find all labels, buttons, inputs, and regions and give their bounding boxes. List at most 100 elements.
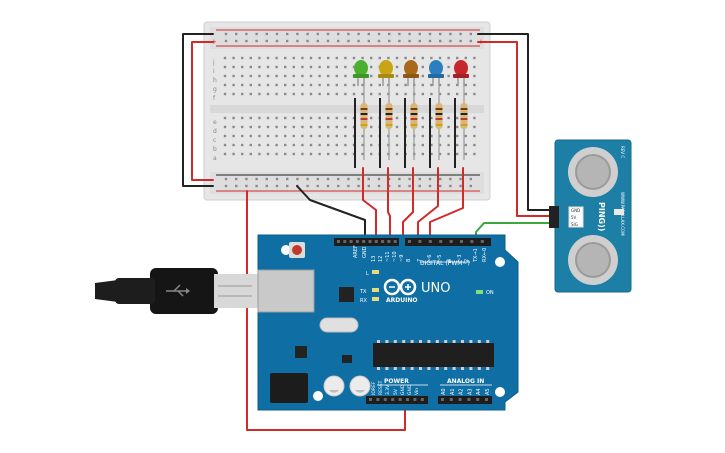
breadboard-hole [241, 143, 244, 147]
rail-hole [286, 177, 289, 181]
breadboard-hole [447, 125, 450, 129]
rail-hole [245, 32, 248, 36]
arduino-5v-wire[interactable] [246, 190, 406, 431]
breadboard-hole [352, 65, 356, 69]
green-led[interactable] [353, 60, 369, 86]
ping-ultrasonic-sensor[interactable]: GND 5V SIG PING)) WWW.PARALLAX.COM REV C [549, 139, 632, 293]
rail-hole [377, 32, 381, 36]
digital-pin-label: RX←0 [482, 248, 488, 262]
led3-signal-wire[interactable] [402, 167, 414, 241]
breadboard-hole [258, 152, 261, 156]
resistor[interactable] [435, 103, 443, 129]
breadboard-hole [309, 65, 313, 69]
tx-led [372, 288, 379, 292]
breadboard-hole [232, 134, 235, 138]
led4-signal-wire[interactable] [417, 167, 439, 241]
resistor[interactable] [460, 103, 468, 129]
rail-hole [439, 184, 442, 188]
breadboard-hole [447, 74, 450, 78]
rail-hole [255, 32, 258, 36]
power-pin-label: IOREF [371, 381, 377, 395]
breadboard-hole [258, 125, 261, 129]
breadboard-hole [370, 74, 373, 78]
rail-hole [388, 32, 391, 36]
breadboard-hole [438, 56, 442, 60]
row-letter-c: c [213, 137, 216, 144]
rail-hole [255, 39, 258, 43]
blue-led[interactable] [428, 60, 444, 86]
breadboard-hole [223, 116, 227, 120]
led1-signal-wire[interactable] [362, 167, 377, 241]
resistor[interactable] [360, 103, 368, 129]
breadboard-hole [318, 92, 321, 96]
breadboard-hole [327, 65, 330, 69]
rail-hole [449, 39, 452, 43]
breadboard-hole [378, 83, 381, 87]
breadboard-hole [395, 65, 399, 69]
breadboard-hole [258, 65, 261, 69]
sensor-gnd-wire[interactable] [477, 33, 551, 211]
breadboard-hole [309, 143, 313, 147]
breadboard-hole [275, 92, 278, 96]
breadboard-hole [456, 152, 459, 156]
breadboard[interactable]: + + j i h g f e d c b a [203, 21, 491, 201]
breadboard-hole [421, 152, 424, 156]
resistor[interactable] [410, 103, 418, 129]
power-jack[interactable] [270, 373, 308, 403]
sensor-pin-5v: 5V [571, 215, 577, 220]
rail-hole [418, 39, 421, 43]
rail-hole [459, 39, 462, 43]
usb-cable[interactable] [95, 268, 258, 314]
l-label: L [366, 271, 369, 277]
breadboard-hole [344, 65, 347, 69]
usb-icon [166, 284, 190, 297]
analog-pin-label: A2 [459, 388, 465, 395]
resistor[interactable] [385, 103, 393, 129]
rail-hole [265, 32, 268, 36]
breadboard-hole [241, 125, 244, 129]
breadboard-hole [344, 152, 347, 156]
breadboard-hole [395, 143, 399, 147]
breadboard-hole [309, 74, 313, 78]
breadboard-hole [421, 65, 424, 69]
left-black-rail-wire[interactable] [182, 33, 214, 187]
breadboard-hole [430, 143, 433, 147]
led2-signal-wire[interactable] [387, 167, 391, 241]
breadboard-hole [301, 56, 304, 60]
rail-hole [357, 184, 360, 188]
led5-signal-wire[interactable] [429, 167, 464, 241]
sensor-status-led [614, 209, 624, 215]
rail-hole [439, 177, 442, 181]
sensor-5v-wire[interactable] [477, 41, 551, 217]
breadboard-hole [344, 134, 347, 138]
rail-hole [326, 184, 330, 188]
breadboard-hole [413, 56, 416, 60]
usb-socket [257, 269, 315, 313]
breadboard-hole [292, 74, 295, 78]
breadboard-hole [447, 143, 450, 147]
left-red-rail-wire[interactable] [191, 41, 214, 181]
rail-hole [286, 184, 289, 188]
breadboard-hole [473, 56, 476, 60]
rail-hole [398, 39, 401, 43]
rail-hole [255, 177, 258, 181]
breadboard-hole [335, 152, 338, 156]
breadboard-hole [447, 152, 450, 156]
arduino-gnd-wire[interactable] [296, 185, 366, 241]
rail-hole [275, 32, 279, 36]
power-pin-label: 5V [393, 388, 399, 395]
breadboard-hole [370, 116, 373, 120]
breadboard-hole [464, 134, 467, 138]
red-led[interactable] [453, 60, 469, 86]
breadboard-hole [284, 143, 287, 147]
rail-hole [296, 177, 299, 181]
breadboard-hole [318, 116, 321, 120]
yellow-led[interactable] [378, 60, 394, 86]
orange-led[interactable] [403, 60, 419, 86]
breadboard-hole [361, 92, 364, 96]
sensor-pin-sig: SIG [571, 222, 578, 227]
rail-hole [235, 177, 238, 181]
breadboard-hole [284, 125, 287, 129]
